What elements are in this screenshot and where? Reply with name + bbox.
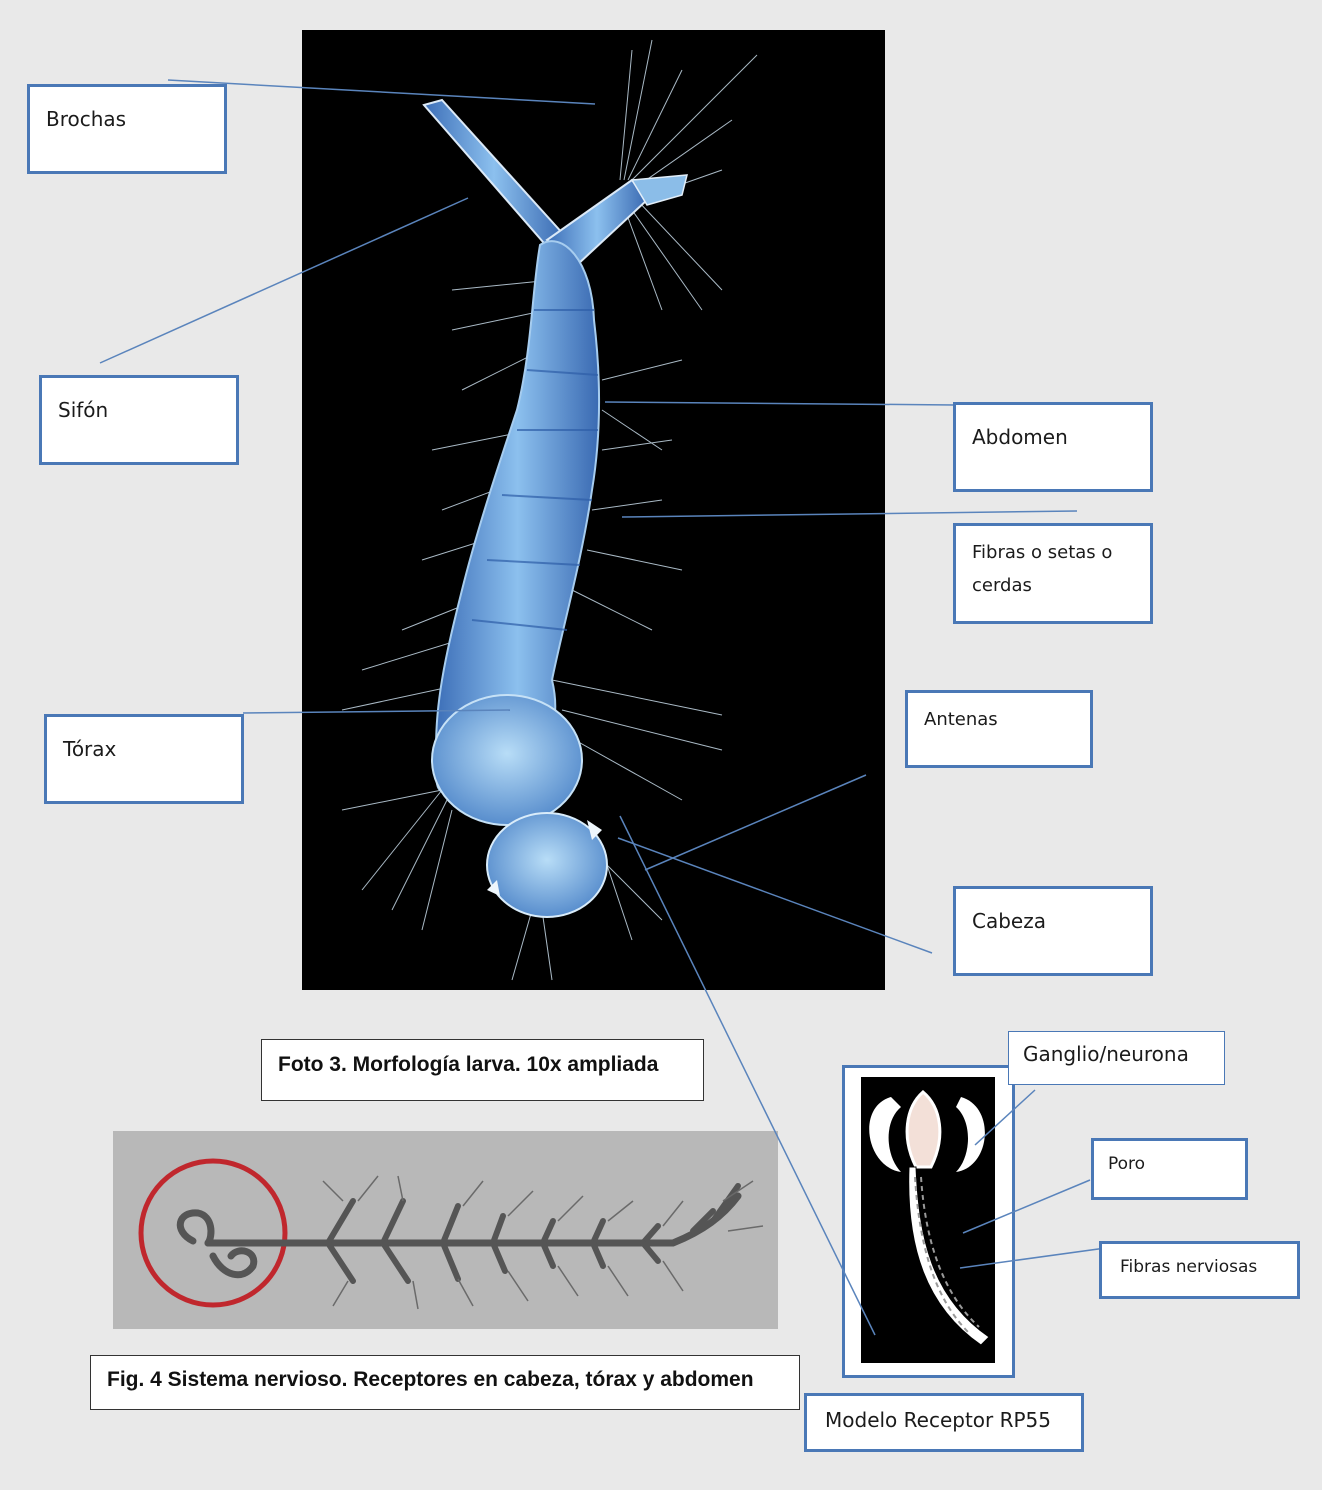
label-torax-text: Tórax <box>63 737 116 761</box>
caption-foto3: Foto 3. Morfología larva. 10x ampliada <box>261 1039 704 1101</box>
label-sifon-text: Sifón <box>58 398 108 422</box>
label-cabeza-text: Cabeza <box>972 909 1046 933</box>
label-fibras-nerviosas: Fibras nerviosas <box>1099 1241 1300 1299</box>
label-cabeza: Cabeza <box>953 886 1153 976</box>
label-abdomen-text: Abdomen <box>972 425 1068 449</box>
label-fibras-text: Fibras o setas o cerdas <box>972 542 1112 596</box>
label-ganglio-text: Ganglio/neurona <box>1023 1042 1189 1066</box>
nervous-system-figure <box>113 1131 778 1329</box>
caption-fig4-text: Fig. 4 Sistema nervioso. Receptores en c… <box>107 1368 754 1391</box>
label-fibras: Fibras o setas o cerdas <box>953 523 1153 624</box>
label-modelo-receptor-text: Modelo Receptor RP55 <box>825 1408 1051 1432</box>
label-abdomen: Abdomen <box>953 402 1153 492</box>
label-fibras-nerviosas-text: Fibras nerviosas <box>1120 1257 1257 1277</box>
receptor-model-image <box>861 1077 995 1363</box>
caption-fig4: Fig. 4 Sistema nervioso. Receptores en c… <box>90 1355 800 1410</box>
label-modelo-receptor: Modelo Receptor RP55 <box>804 1393 1084 1452</box>
label-brochas: Brochas <box>27 84 227 174</box>
label-ganglio: Ganglio/neurona <box>1008 1031 1225 1085</box>
receptor-illustration <box>861 1077 995 1363</box>
label-sifon: Sifón <box>39 375 239 465</box>
caption-foto3-text: Foto 3. Morfología larva. 10x ampliada <box>278 1053 658 1076</box>
label-brochas-text: Brochas <box>46 107 126 131</box>
label-torax: Tórax <box>44 714 244 804</box>
larva-photo <box>302 30 885 990</box>
larva-illustration <box>302 30 885 990</box>
label-poro-text: Poro <box>1108 1154 1145 1174</box>
label-antenas: Antenas <box>905 690 1093 768</box>
nervous-system-illustration <box>113 1131 778 1329</box>
label-antenas-text: Antenas <box>924 709 998 730</box>
label-poro: Poro <box>1091 1138 1248 1200</box>
